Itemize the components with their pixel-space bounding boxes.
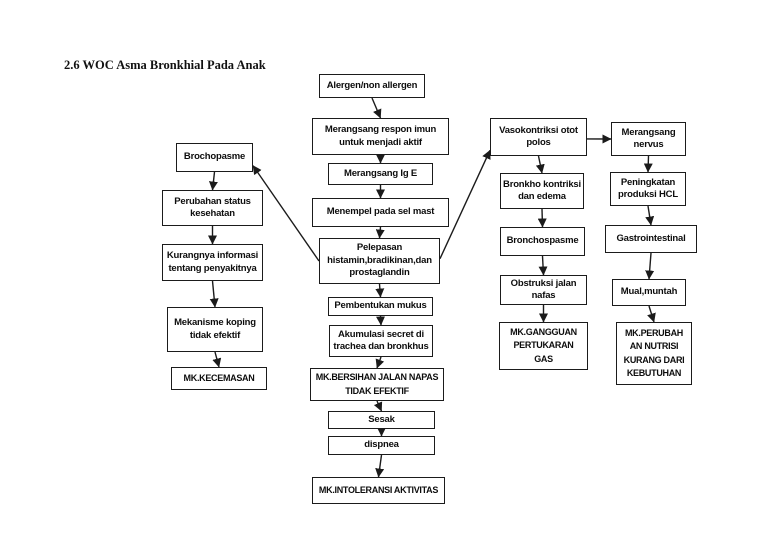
node-mk-perubahan-nutrisi: MK.PERUBAH AN NUTRISI KURANG DARI KEBUTU… <box>616 322 692 385</box>
flow-arrow <box>212 351 222 368</box>
node-sel-mast: Menempel pada sel mast <box>312 198 449 227</box>
node-gastrointestinal: Gastrointestinal <box>605 225 697 253</box>
node-brochopasme: Brochopasme <box>176 143 253 172</box>
flow-arrow <box>538 255 548 276</box>
flow-arrow <box>537 208 547 228</box>
node-bronchospasme: Bronchospasme <box>500 227 585 256</box>
flow-arrow <box>645 252 655 280</box>
node-merangsang-ige: Merangsang Ig E <box>328 163 433 185</box>
node-perubahan-status: Perubahan status kesehatan <box>162 190 263 226</box>
node-mk-intoleransi-aktivitas: MK.INTOLERANSI AKTIVITAS <box>312 477 445 504</box>
flow-arrow <box>643 155 653 173</box>
node-alergen: Alergen/non allergen <box>319 74 425 98</box>
node-merangsang-nervus: Merangsang nervus <box>611 122 686 156</box>
node-sesak: Sesak <box>328 411 435 429</box>
flow-arrow <box>645 205 655 226</box>
node-mk-kecemasan: MK.KECEMASAN <box>171 367 267 390</box>
flow-arrow <box>535 155 545 174</box>
flow-arrow <box>375 226 385 239</box>
flow-arrow <box>647 305 656 323</box>
node-mk-bersihan-jalan-napas: MK.BERSIHAN JALAN NAPAS TIDAK EFEKTIF <box>310 368 444 401</box>
node-akumulasi-secret: Akumulasi secret di trachea dan bronkhus <box>329 325 433 357</box>
node-obstruksi-jalan-nafas: Obstruksi jalan nafas <box>500 275 587 305</box>
node-dispnea: dispnea <box>328 436 435 455</box>
flow-arrow <box>209 280 219 308</box>
flow-arrow <box>375 454 385 478</box>
node-peningkatan-hcl: Peningkatan produksi HCL <box>610 172 686 206</box>
flow-arrow <box>371 97 382 119</box>
flow-arrow <box>375 283 385 298</box>
flow-arrow <box>376 315 386 326</box>
page-title: 2.6 WOC Asma Bronkhial Pada Anak <box>64 58 266 72</box>
flow-arrow <box>375 356 385 369</box>
node-mual-muntah: Mual,muntah <box>612 279 686 306</box>
node-kurangnya-informasi: Kurangnya informasi tentang penyakitnya <box>162 244 263 281</box>
node-pembentukan-mukus: Pembentukan mukus <box>328 297 433 316</box>
node-pelepasan-histamin: Pelepasan histamin,bradikinan,dan prosta… <box>319 238 440 284</box>
node-respon-imun: Merangsang respon imun untuk menjadi akt… <box>312 118 449 155</box>
node-bronkho-kontriksi: Bronkho kontriksi dan edema <box>500 173 584 209</box>
node-vasokontriksi: Vasokontriksi otot polos <box>490 118 587 156</box>
flow-arrow <box>373 400 383 412</box>
flow-arrow <box>208 171 218 191</box>
node-mk-gangguan-pertukaran-gas: MK.GANGGUAN PERTUKARAN GAS <box>499 322 588 370</box>
node-mekanisme-koping: Mekanisme koping tidak efektif <box>167 307 263 352</box>
